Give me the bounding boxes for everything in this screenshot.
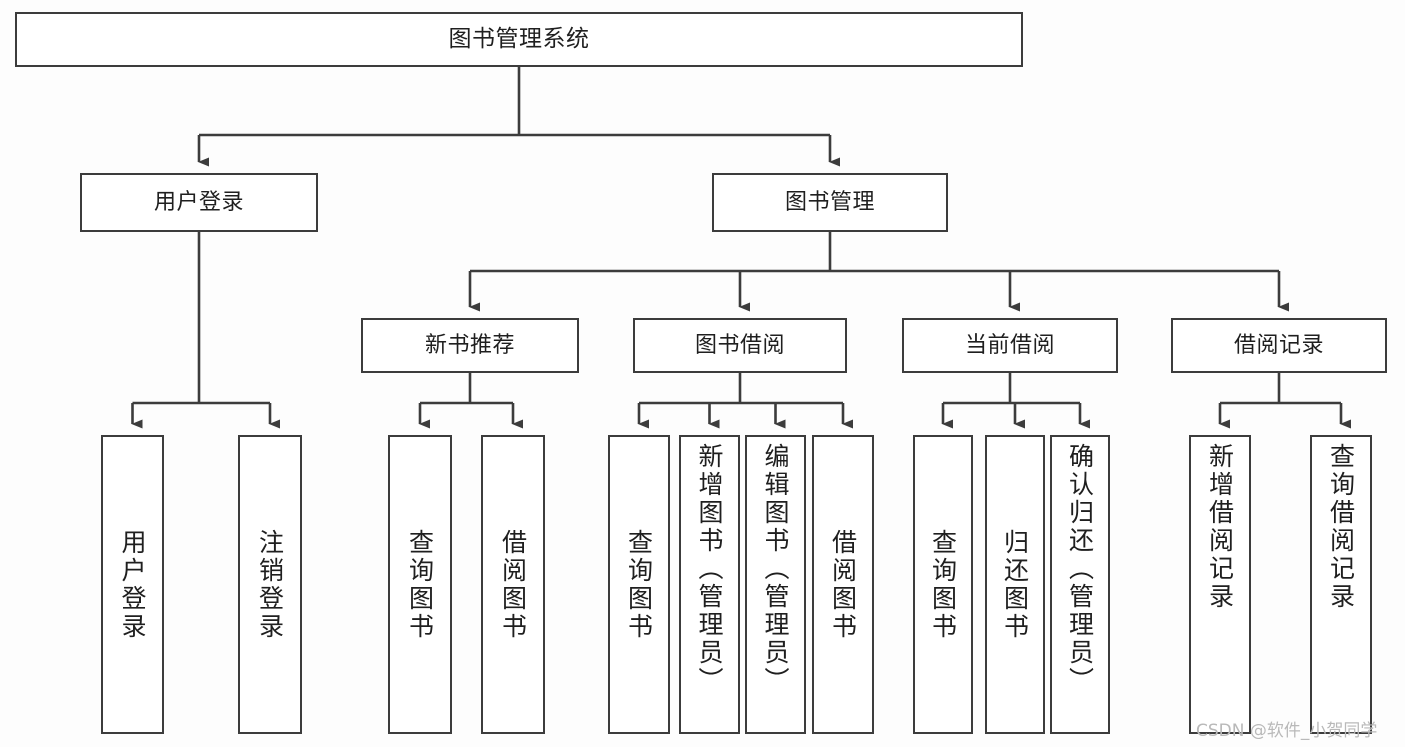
node-label: 编辑图书（管理员） bbox=[761, 443, 790, 695]
node-root[interactable]: 图书管理系统 bbox=[15, 12, 1023, 67]
node-leaf-add-book[interactable]: 新增图书（管理员） bbox=[679, 435, 740, 734]
node-leaf-edit-book[interactable]: 编辑图书（管理员） bbox=[745, 435, 806, 734]
node-user-login[interactable]: 用户登录 bbox=[80, 173, 318, 232]
node-label: 归还图书 bbox=[1000, 528, 1030, 641]
node-leaf-query-rec[interactable]: 查询借阅记录 bbox=[1310, 435, 1372, 734]
node-label: 图书借阅 bbox=[694, 332, 785, 358]
node-leaf-user-login[interactable]: 用户登录 bbox=[101, 435, 164, 734]
node-label: 新书推荐 bbox=[424, 332, 515, 358]
node-leaf-query-1[interactable]: 查询图书 bbox=[388, 435, 452, 734]
node-label: 当前借阅 bbox=[964, 332, 1055, 358]
node-leaf-logout[interactable]: 注销登录 bbox=[238, 435, 302, 734]
node-label: 借阅记录 bbox=[1233, 332, 1324, 358]
csdn-watermark: CSDN @软件_小贺同学 bbox=[1196, 721, 1378, 741]
node-label: 确认归还（管理员） bbox=[1065, 443, 1095, 695]
node-label: 查询图书 bbox=[405, 528, 435, 641]
node-label: 新增图书（管理员） bbox=[695, 443, 724, 695]
node-leaf-query-2[interactable]: 查询图书 bbox=[608, 435, 670, 734]
node-current-borrow[interactable]: 当前借阅 bbox=[902, 318, 1118, 373]
node-leaf-add-rec[interactable]: 新增借阅记录 bbox=[1189, 435, 1251, 734]
node-leaf-borrow-1[interactable]: 借阅图书 bbox=[481, 435, 545, 734]
node-label: 借阅图书 bbox=[498, 528, 528, 641]
node-leaf-borrow-2[interactable]: 借阅图书 bbox=[812, 435, 874, 734]
node-leaf-confirm[interactable]: 确认归还（管理员） bbox=[1050, 435, 1110, 734]
node-label: 图书管理系统 bbox=[448, 25, 590, 52]
node-leaf-return[interactable]: 归还图书 bbox=[985, 435, 1045, 734]
node-label: 图书管理 bbox=[784, 189, 875, 215]
node-borrow-record[interactable]: 借阅记录 bbox=[1171, 318, 1387, 373]
node-label: 查询借阅记录 bbox=[1326, 443, 1356, 611]
node-leaf-query-3[interactable]: 查询图书 bbox=[913, 435, 973, 734]
node-label: 借阅图书 bbox=[828, 528, 858, 641]
node-new-book-rec[interactable]: 新书推荐 bbox=[361, 318, 579, 373]
node-label: 查询图书 bbox=[624, 528, 654, 641]
node-label: 查询图书 bbox=[928, 528, 958, 641]
node-label: 用户登录 bbox=[153, 189, 244, 215]
node-label: 用户登录 bbox=[118, 528, 147, 641]
node-book-borrow[interactable]: 图书借阅 bbox=[633, 318, 847, 373]
node-label: 新增借阅记录 bbox=[1205, 443, 1235, 611]
node-book-manage[interactable]: 图书管理 bbox=[712, 173, 948, 232]
node-label: 注销登录 bbox=[255, 528, 285, 641]
